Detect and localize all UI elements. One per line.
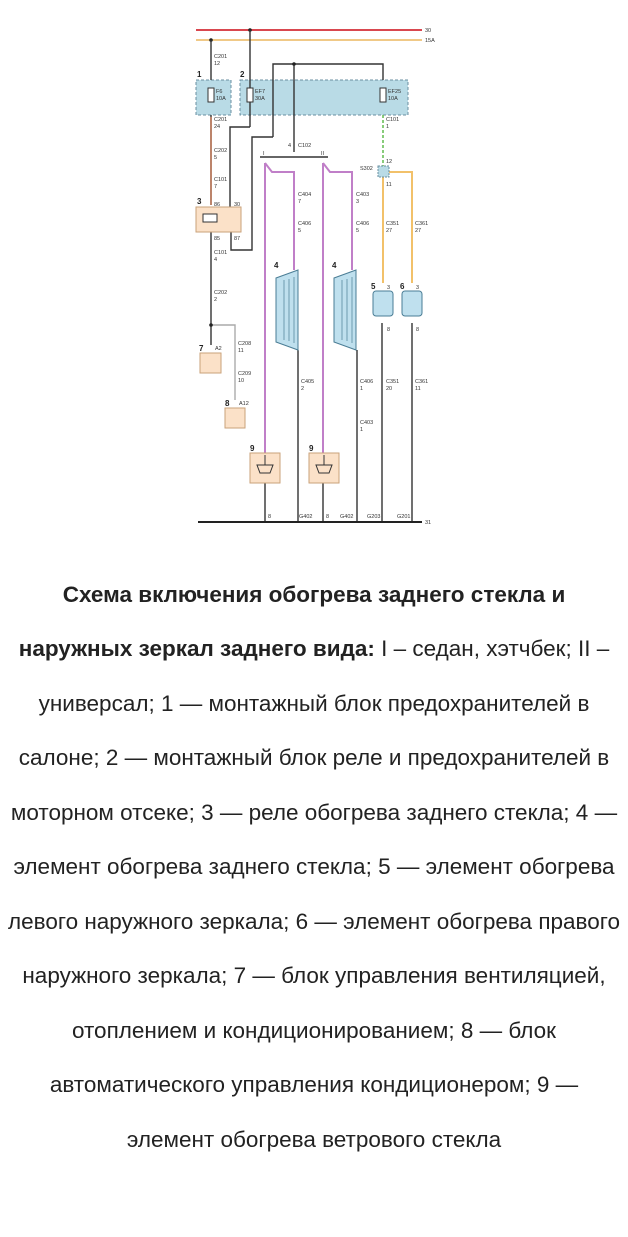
svg-text:C406: C406 <box>356 221 369 227</box>
mirror-right-number: 6 <box>400 282 405 291</box>
mirror-heater-left <box>372 290 394 317</box>
diagram-caption: Схема включения обогрева заднего стекла … <box>4 568 624 1168</box>
fuse-f6-label: F6 <box>216 89 222 95</box>
svg-text:C403: C403 <box>356 192 369 198</box>
svg-text:G402: G402 <box>299 514 312 520</box>
svg-text:4: 4 <box>288 143 291 149</box>
fuse-ef7-label: EF7 <box>255 89 265 95</box>
rear-window-heater-wagon <box>333 269 357 351</box>
caption-body: I – седан, хэтчбек; II – универсал; 1 — … <box>8 636 620 1152</box>
svg-text:8: 8 <box>268 514 271 520</box>
svg-text:C403: C403 <box>360 420 373 426</box>
svg-text:1: 1 <box>360 427 363 433</box>
svg-text:8: 8 <box>326 514 329 520</box>
mirror-right-pin-top: 3 <box>416 285 419 291</box>
climate-control-unit-8 <box>224 407 246 429</box>
svg-text:C405: C405 <box>301 379 314 385</box>
fuse-f6-rating: 10A <box>216 96 226 102</box>
svg-text:C209: C209 <box>238 371 251 377</box>
svg-text:5: 5 <box>356 228 359 234</box>
svg-text:3: 3 <box>356 199 359 205</box>
svg-text:7: 7 <box>298 199 301 205</box>
fuse-f6 <box>207 87 215 103</box>
relay-pin-87: 87 <box>234 236 240 242</box>
svg-text:C102: C102 <box>298 143 311 149</box>
fuse-ef7 <box>246 87 254 103</box>
svg-text:C351: C351 <box>386 379 399 385</box>
fuse-ef25-rating: 10A <box>388 96 398 102</box>
mirror-left-pin-top: 3 <box>387 285 390 291</box>
svg-text:7: 7 <box>214 184 217 190</box>
block2-number: 2 <box>240 70 245 79</box>
unit8-pin: A12 <box>239 401 249 407</box>
heater-number-2: 4 <box>332 261 337 270</box>
svg-text:G402: G402 <box>340 514 353 520</box>
windshield-number-2: 9 <box>309 444 314 453</box>
svg-text:C208: C208 <box>238 341 251 347</box>
block1-number: 1 <box>197 70 202 79</box>
unit7-pin: A2 <box>215 346 222 352</box>
svg-text:12: 12 <box>214 61 220 67</box>
fuse-ef25 <box>379 87 387 103</box>
svg-text:1: 1 <box>386 124 389 130</box>
mirror-left-number: 5 <box>371 282 376 291</box>
svg-text:11: 11 <box>386 182 392 188</box>
svg-text:5: 5 <box>298 228 301 234</box>
svg-text:C361: C361 <box>415 379 428 385</box>
relay-pin-85: 85 <box>214 236 220 242</box>
svg-text:12: 12 <box>386 159 392 165</box>
svg-text:G203: G203 <box>367 514 380 520</box>
mirror-left-pin-bot: 8 <box>387 327 390 333</box>
mirror-right-pin-bot: 8 <box>416 327 419 333</box>
svg-text:2: 2 <box>214 297 217 303</box>
fuse-ef25-label: EF25 <box>388 89 401 95</box>
svg-text:C101: C101 <box>214 250 227 256</box>
svg-text:11: 11 <box>238 348 244 354</box>
svg-text:1: 1 <box>360 386 363 392</box>
svg-text:G201: G201 <box>397 514 410 520</box>
caption-title: Схема включения обогрева заднего стекла … <box>18 581 566 662</box>
svg-text:10: 10 <box>238 378 244 384</box>
svg-text:27: 27 <box>415 228 421 234</box>
svg-text:20: 20 <box>386 386 392 392</box>
svg-text:C101: C101 <box>214 177 227 183</box>
svg-text:C201: C201 <box>214 54 227 60</box>
wiring-diagram: 30 15A 1 2 31 F6 10A EF7 30A EF25 10A <box>195 28 435 526</box>
relay-pin-30: 30 <box>234 202 240 208</box>
fuse-ef7-rating: 30A <box>255 96 265 102</box>
svg-text:C201: C201 <box>214 117 227 123</box>
svg-text:C406: C406 <box>298 221 311 227</box>
relay-number: 3 <box>197 197 202 206</box>
relay-pin-86: 86 <box>214 202 220 208</box>
svg-text:C202: C202 <box>214 148 227 154</box>
heater-number-1: 4 <box>274 261 279 270</box>
svg-text:C406: C406 <box>360 379 373 385</box>
hvac-control-unit-7 <box>199 352 222 374</box>
rear-window-heater-sedan <box>275 269 299 351</box>
svg-text:11: 11 <box>415 386 421 392</box>
svg-text:C361: C361 <box>415 221 428 227</box>
svg-text:24: 24 <box>214 124 220 130</box>
svg-text:C351: C351 <box>386 221 399 227</box>
svg-text:C101: C101 <box>386 117 399 123</box>
mirror-heater-right <box>401 290 423 317</box>
svg-text:27: 27 <box>386 228 392 234</box>
unit7-number: 7 <box>199 344 204 353</box>
svg-text:2: 2 <box>301 386 304 392</box>
bus-31-label: 31 <box>425 520 431 526</box>
bus-30-label: 30 <box>425 28 431 34</box>
svg-text:I: I <box>263 151 265 157</box>
splice-s302 <box>377 165 390 178</box>
svg-text:5: 5 <box>214 155 217 161</box>
svg-text:C202: C202 <box>214 290 227 296</box>
svg-text:II: II <box>321 151 325 157</box>
bus-15a-label: 15A <box>425 38 435 44</box>
svg-text:C404: C404 <box>298 192 311 198</box>
windshield-number-1: 9 <box>250 444 255 453</box>
svg-text:4: 4 <box>214 257 217 263</box>
unit8-number: 8 <box>225 399 230 408</box>
svg-text:S302: S302 <box>360 166 373 172</box>
